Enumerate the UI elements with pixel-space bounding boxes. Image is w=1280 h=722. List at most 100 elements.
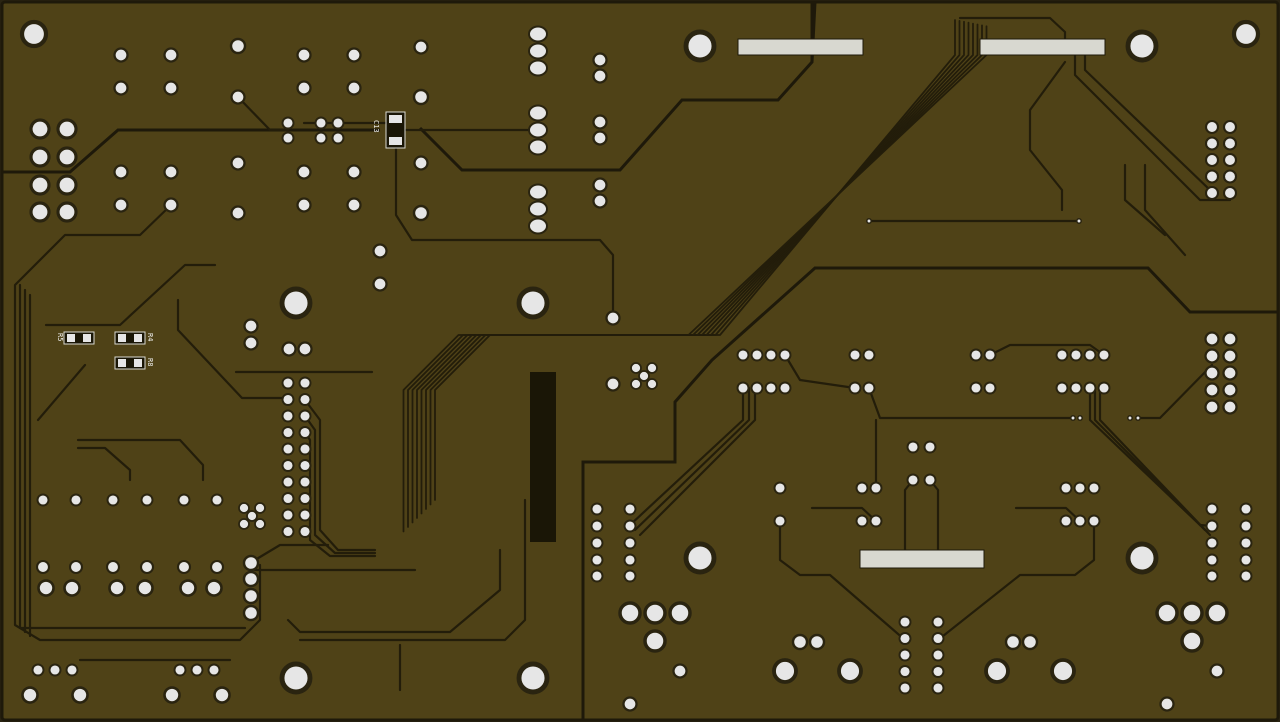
pad xyxy=(65,663,79,677)
pad xyxy=(413,155,429,171)
chip-pad xyxy=(1069,348,1083,362)
pad xyxy=(772,658,798,684)
pad xyxy=(898,632,912,645)
pad xyxy=(1021,633,1039,651)
pad-ringed xyxy=(412,88,430,106)
trace xyxy=(1073,53,1232,202)
chip-pad xyxy=(848,348,862,362)
pad xyxy=(254,518,266,530)
pad xyxy=(1239,519,1253,533)
pad xyxy=(163,164,179,180)
pad xyxy=(1205,536,1219,550)
pad xyxy=(21,686,39,704)
trace xyxy=(1098,386,1212,537)
ic-pad xyxy=(298,525,312,538)
pad xyxy=(281,131,295,145)
trace xyxy=(867,386,1075,420)
pad xyxy=(56,201,78,223)
pad xyxy=(139,559,155,575)
pad xyxy=(56,118,78,140)
pad xyxy=(592,52,608,68)
trace xyxy=(988,343,1106,357)
trace xyxy=(176,298,290,400)
trace xyxy=(1083,53,1212,192)
chip-pad xyxy=(750,348,764,362)
chip-pad xyxy=(862,348,876,362)
chip-pad xyxy=(983,381,997,395)
chip-pad xyxy=(1083,381,1097,395)
chip-pad xyxy=(983,348,997,362)
pad xyxy=(113,164,129,180)
pad xyxy=(190,663,204,677)
pad xyxy=(590,502,604,516)
pad xyxy=(931,681,945,695)
large-pad xyxy=(279,661,313,695)
pad xyxy=(623,536,637,550)
pad xyxy=(296,80,312,96)
header-top-right xyxy=(979,38,1106,56)
pad xyxy=(1204,169,1220,184)
pad xyxy=(163,47,179,63)
pad-ringed xyxy=(229,37,247,55)
pin-headers xyxy=(530,38,1106,569)
pad xyxy=(855,514,869,528)
large-pad xyxy=(1125,29,1159,63)
pad xyxy=(31,663,45,677)
pad xyxy=(29,146,51,168)
trace xyxy=(76,438,205,482)
pad xyxy=(623,502,637,516)
header-vertical-center xyxy=(530,372,556,542)
trace xyxy=(1028,60,1067,212)
pad xyxy=(638,370,650,382)
pad xyxy=(1239,553,1253,567)
ic-pad xyxy=(281,492,295,505)
pad xyxy=(1222,119,1238,135)
chip-pad xyxy=(969,348,983,362)
trace xyxy=(303,414,377,555)
trace xyxy=(638,386,757,537)
pad xyxy=(209,559,225,575)
chip-pad xyxy=(750,381,764,395)
pad xyxy=(213,686,231,704)
pad xyxy=(623,519,637,533)
pad xyxy=(1222,348,1238,364)
large-pad xyxy=(516,661,550,695)
pad xyxy=(646,378,658,390)
pad xyxy=(592,130,608,146)
chip-pad xyxy=(736,381,750,395)
pad xyxy=(113,47,129,63)
trace xyxy=(44,263,217,327)
pad xyxy=(1239,536,1253,550)
pad xyxy=(346,164,362,180)
pad xyxy=(71,686,89,704)
pad xyxy=(296,47,312,63)
trace xyxy=(783,353,857,390)
chip-pad xyxy=(1097,381,1111,395)
via xyxy=(1135,415,1141,421)
pad xyxy=(372,243,388,259)
capacitor-c13: C13 xyxy=(372,111,406,149)
pad xyxy=(630,362,642,374)
pad xyxy=(1222,382,1238,398)
pad xyxy=(1239,502,1253,516)
pad xyxy=(1073,481,1087,495)
pad xyxy=(1222,169,1238,184)
pad xyxy=(869,481,883,495)
pad xyxy=(113,80,129,96)
chip-pad xyxy=(764,348,778,362)
jack-pad xyxy=(1205,601,1229,625)
trace xyxy=(936,519,1096,642)
trace xyxy=(1123,163,1167,237)
chip-pad xyxy=(778,348,792,362)
pad xyxy=(1204,136,1220,151)
large-pad xyxy=(279,286,313,320)
mounting-hole xyxy=(1231,19,1261,49)
pad xyxy=(48,663,62,677)
pad xyxy=(331,116,345,130)
connector-pad xyxy=(528,183,548,201)
ic-pad xyxy=(298,393,312,406)
pad xyxy=(1239,569,1253,583)
jack-pad xyxy=(643,601,667,625)
pad xyxy=(296,164,312,180)
pad xyxy=(1205,502,1219,516)
